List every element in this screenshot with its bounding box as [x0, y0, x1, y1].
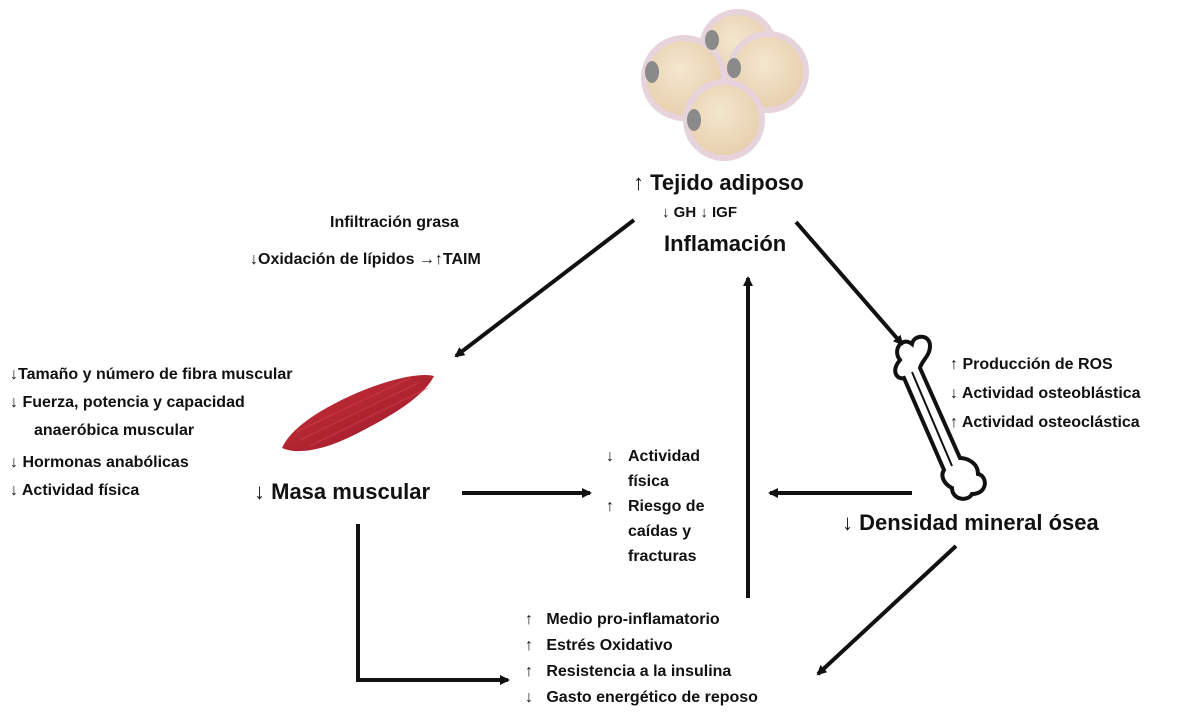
metabolic-outcomes: ↑ Medio pro-inflamatorio ↑ Estrés Oxidat… [525, 607, 758, 711]
bone-density-label: ↓ Densidad mineral ósea [842, 512, 1099, 534]
muscle-effects-list: ↓Tamaño y número de fibra muscular ↓ Fue… [10, 361, 292, 505]
infiltration-title: Infiltración grasa [330, 215, 459, 231]
center-line: física [628, 469, 704, 494]
metabolic-outcome-item: ↑ Estrés Oxidativo [525, 633, 758, 659]
muscle-effect-item: ↓ Hormonas anabólicas [10, 449, 292, 477]
bone-effects-list: ↑ Producción de ROS ↓ Actividad osteoblá… [950, 350, 1141, 437]
lipid-oxidation-label: ↓Oxidación de lípidos →↑TAIM [250, 252, 481, 268]
metabolic-outcome-item: ↑ Medio pro-inflamatorio [525, 607, 758, 633]
adipose-title: ↑ Tejido adiposo [633, 172, 804, 194]
center-line: Riesgo de [628, 494, 704, 519]
bone-effect-item: ↑ Actividad osteoclástica [950, 408, 1141, 437]
center-line: caídas y [628, 519, 704, 544]
fat-cells-icon [644, 12, 806, 158]
muscle-effect-item: ↓ Fuerza, potencia y capacidad [10, 389, 292, 417]
center-lines: Actividad física Riesgo de caídas y frac… [628, 444, 704, 569]
bone-effect-item: ↑ Producción de ROS [950, 350, 1141, 379]
muscle-mass-label: ↓ Masa muscular [254, 481, 430, 503]
bone-effect-item: ↓ Actividad osteoblástica [950, 379, 1141, 408]
hormones-label: ↓ GH ↓ IGF [662, 205, 737, 220]
center-line: Actividad [628, 444, 704, 469]
muscle-effect-item: ↓ Actividad física [10, 477, 292, 505]
center-line: fracturas [628, 544, 704, 569]
muscle-effect-item: ↓Tamaño y número de fibra muscular [10, 361, 292, 389]
muscle-effect-item: anaeróbica muscular [10, 417, 292, 445]
muscle-icon [282, 375, 434, 451]
inflammation-label: Inflamación [664, 233, 786, 255]
metabolic-outcome-item: ↑ Resistencia a la insulina [525, 659, 758, 685]
center-arrows: ↓ ↑ [606, 444, 626, 569]
metabolic-outcome-item: ↓ Gasto energético de reposo [525, 685, 758, 711]
